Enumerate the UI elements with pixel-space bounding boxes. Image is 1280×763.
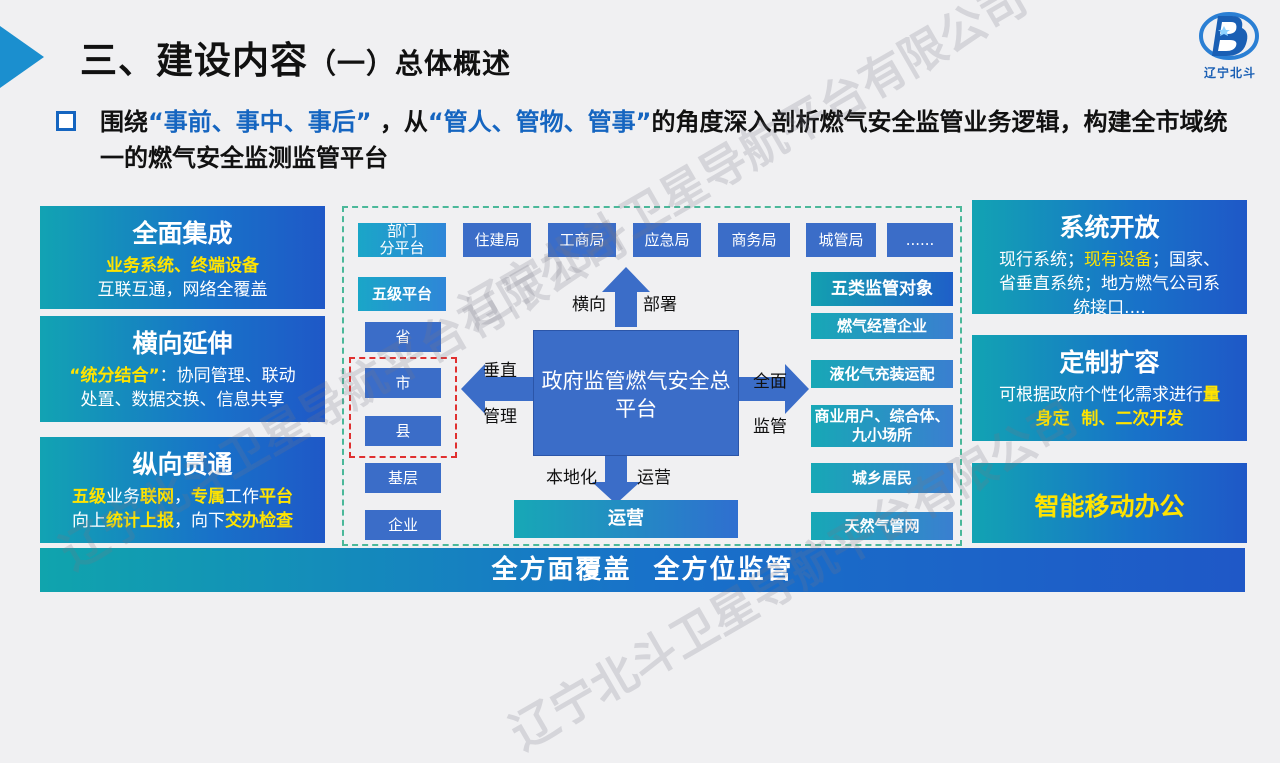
arrow-label: 管理 [483, 407, 517, 427]
diagram-frame [342, 206, 962, 546]
level-node: 县 [365, 416, 441, 446]
arrow-up-icon [602, 267, 650, 327]
level-node: 基层 [365, 463, 441, 493]
objects-title: 五类监管对象 [811, 272, 953, 306]
headline-part: 的角度深入剖析燃气安全监管业务逻辑，构建全市域统一的燃气安全监测监管平台 [100, 108, 1228, 172]
panel-text: ；国家、 [1152, 250, 1220, 270]
panel-highlight: 五级 [72, 487, 106, 507]
panel-text: ，向下 [174, 511, 225, 531]
arrow-label: 部署 [643, 295, 677, 315]
panel-text: 向上 [72, 511, 106, 531]
arrow-label: 全面 [753, 372, 787, 392]
panel-highlight: 统计上报 [106, 511, 174, 531]
panel-title: 智能移动办公 [1034, 492, 1185, 521]
dept-node: ...... [887, 223, 953, 257]
arrows-icon [461, 267, 809, 504]
headline-highlight: “管人、管物、管事” [427, 108, 652, 136]
panel-text: ， [174, 487, 191, 507]
panel-open-system: 系统开放 现行系统；现有设备；国家、 省垂直系统；地方燃气公司系 统接口.... [972, 200, 1247, 318]
panel-title: 全面集成 [132, 219, 233, 248]
panel-customization: 定制扩容 可根据政府个性化需求进行量 身定 制、二次开发 [972, 335, 1247, 441]
panel-text: 省垂直系统；地方燃气公司系 [999, 274, 1220, 294]
panel-highlight: “统分结合” [69, 366, 160, 386]
panel-text: 现行系统； [999, 250, 1084, 270]
arrow-label: 运营 [637, 468, 671, 488]
central-platform-node: 政府监管燃气安全总平台 [533, 330, 739, 456]
logo-icon [1199, 12, 1259, 60]
panel-text: ：协同管理、联动 [159, 366, 296, 386]
panel-body: “统分结合”：协同管理、联动 处置、数据交换、信息共享 [40, 364, 325, 412]
panel-highlight: 身定 制、二次开发 [1035, 409, 1184, 429]
panel-title: 横向延伸 [132, 329, 233, 358]
panel-title: 纵向贯通 [132, 450, 233, 479]
dept-node: 住建局 [463, 223, 531, 257]
bottom-banner: 全方面覆盖 全方位监管 [40, 548, 1245, 592]
dept-node: 商务局 [718, 223, 790, 257]
dept-node: 应急局 [633, 223, 701, 257]
panel-vertical: 纵向贯通 五级业务联网，专属工作平台 向上统计上报，向下交办检查 [40, 437, 325, 543]
dept-node: 工商局 [548, 223, 616, 257]
object-node: 城乡居民 [811, 463, 953, 493]
panel-body: 可根据政府个性化需求进行量 身定 制、二次开发 [972, 383, 1247, 431]
object-node: 天然气管网 [811, 512, 953, 540]
panel-integration: 全面集成 业务系统、终端设备 互联互通，网络全覆盖 [40, 206, 325, 309]
object-node: 燃气经营企业 [811, 313, 953, 339]
logo-text: 辽宁北斗 [1203, 66, 1256, 80]
arrow-right-icon [739, 364, 809, 414]
five-level-node: 五级平台 [358, 277, 446, 311]
object-node: 商业用户、综合体、九小场所 [811, 405, 953, 447]
level-node: 市 [365, 368, 441, 398]
arrow-left-icon [461, 364, 533, 414]
title-main: 三、建设内容 [80, 39, 308, 82]
panel-highlight: 交办检查 [225, 511, 293, 531]
level-node: 省 [365, 322, 441, 352]
level-node: 企业 [365, 510, 441, 540]
arrow-label: 监管 [753, 417, 787, 437]
panel-horizontal: 横向延伸 “统分结合”：协同管理、联动 处置、数据交换、信息共享 [40, 316, 325, 422]
panel-text: 业务 [106, 487, 140, 507]
panel-highlight: 量 [1203, 385, 1220, 405]
headline-highlight: “事前、事中、事后” [148, 108, 372, 136]
operations-node: 运营 [514, 500, 738, 538]
bullet-square-icon [56, 111, 76, 131]
panel-body: 五级业务联网，专属工作平台 向上统计上报，向下交办检查 [40, 485, 325, 533]
panel-text: 工作 [225, 487, 259, 507]
panel-highlight: 平台 [259, 487, 293, 507]
panel-text: 处置、数据交换、信息共享 [80, 390, 285, 410]
arrow-down-icon [592, 456, 640, 504]
headline: 围绕“事前、事中、事后” ，从“管人、管物、管事”的角度深入剖析燃气安全监管业务… [100, 104, 1240, 176]
headline-part: ，从 [379, 108, 428, 136]
headline-part: 围绕 [100, 108, 148, 136]
title-arrow-icon [0, 26, 44, 88]
dept-platform-node: 部门 分平台 [358, 223, 446, 257]
panel-highlight: 业务系统、终端设备 [106, 256, 259, 276]
panel-body: 业务系统、终端设备 互联互通，网络全覆盖 [40, 254, 325, 302]
panel-body: 现行系统；现有设备；国家、 省垂直系统；地方燃气公司系 统接口.... [972, 248, 1247, 320]
panel-title: 定制扩容 [1059, 348, 1160, 377]
panel-highlight: 专属 [191, 487, 225, 507]
arrow-label: 本地化 [546, 468, 597, 488]
panel-highlight: 联网 [140, 487, 174, 507]
panel-text: 互联互通，网络全覆盖 [97, 280, 268, 300]
panel-text: 统接口.... [1073, 298, 1146, 318]
panel-text: 可根据政府个性化需求进行 [999, 385, 1203, 405]
arrow-label: 横向 [572, 295, 606, 315]
object-node: 液化气充装运配 [811, 360, 953, 388]
dept-node: 城管局 [806, 223, 876, 257]
arrow-label: 垂直 [483, 361, 517, 381]
panel-title: 系统开放 [1059, 213, 1160, 242]
highlight-frame [349, 357, 457, 458]
page-title: 三、建设内容（一）总体概述 [80, 30, 511, 84]
title-sub: （一）总体概述 [308, 47, 512, 80]
panel-highlight: 现有设备 [1084, 250, 1152, 270]
panel-mobile-office: 智能移动办公 [972, 463, 1247, 543]
